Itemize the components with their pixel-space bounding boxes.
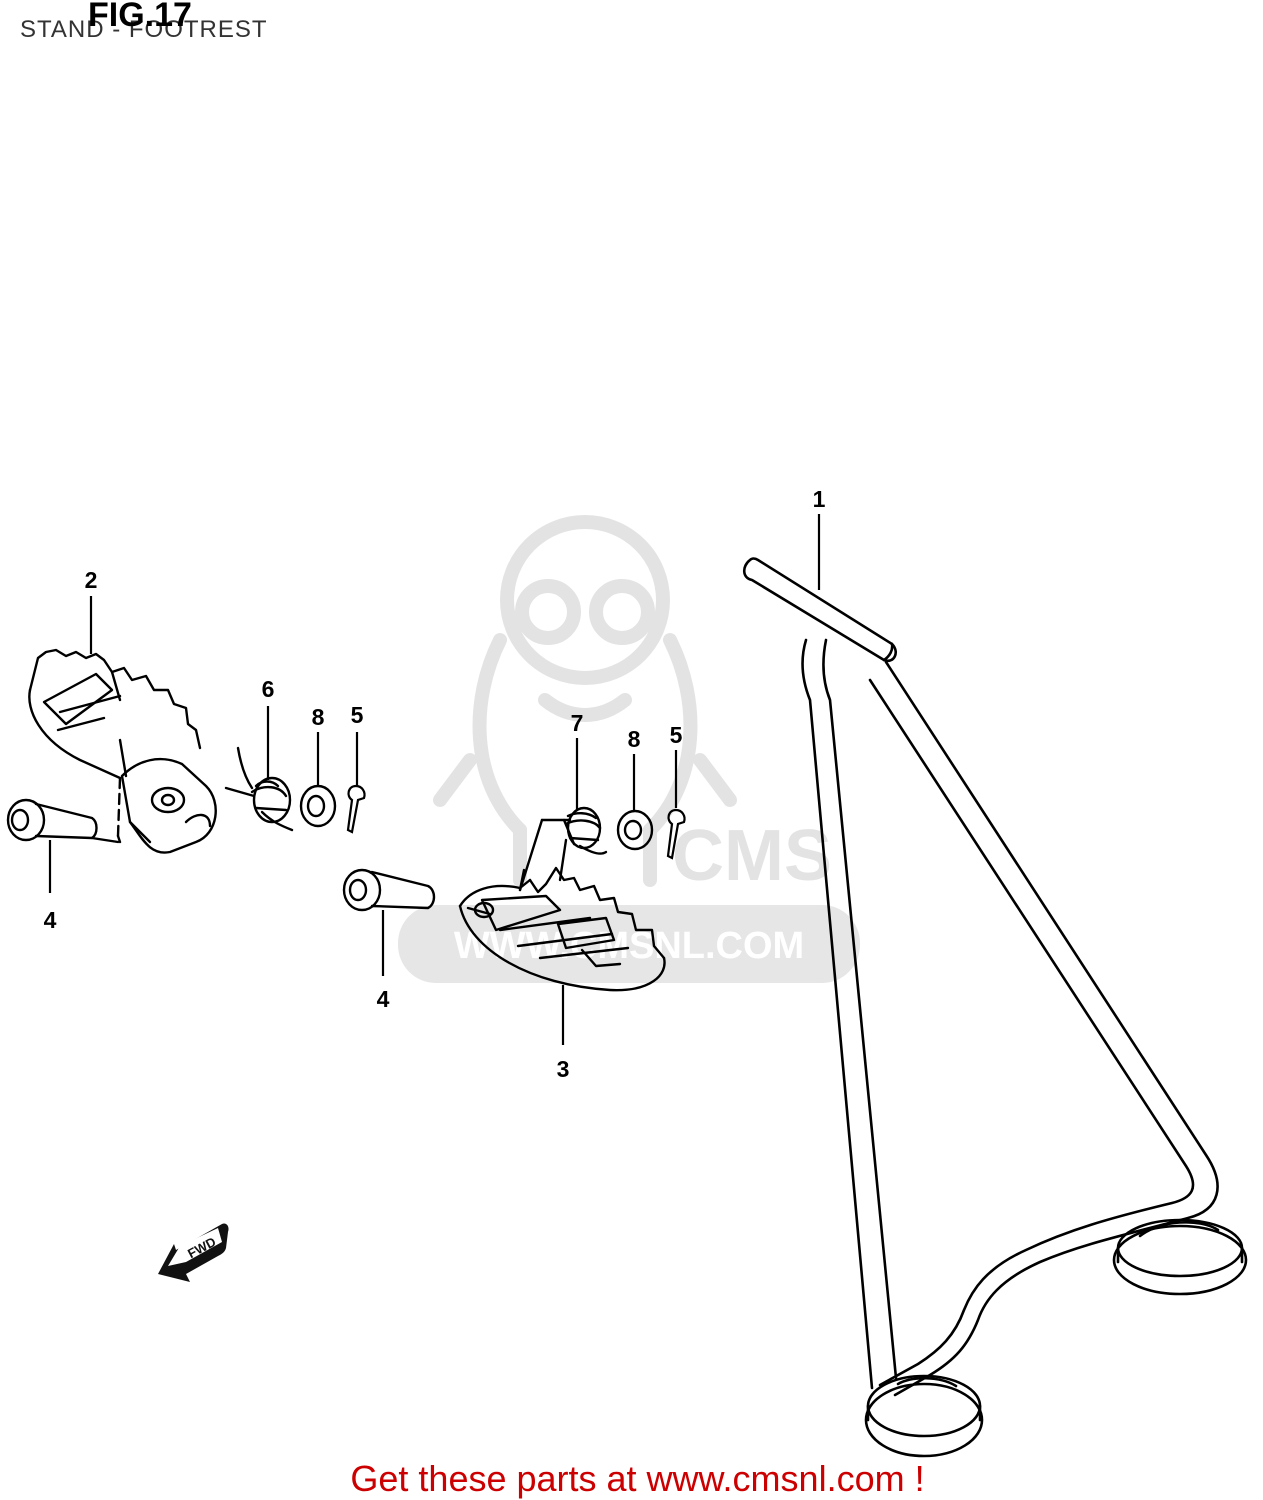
callout-2: 2 <box>84 567 98 593</box>
callout-8-right: 8 <box>627 726 641 752</box>
callout-1: 1 <box>812 486 826 512</box>
pin-left <box>6 798 120 844</box>
watermark-url: WWW.CMSNL.COM <box>454 925 804 967</box>
callout-4-right: 4 <box>376 986 390 1012</box>
callout-6: 6 <box>261 676 275 702</box>
stand <box>742 557 1248 1458</box>
callout-7: 7 <box>570 710 584 736</box>
fwd-arrow-icon: FWD <box>158 1223 229 1282</box>
footrest-right <box>458 838 666 992</box>
pin-right <box>342 868 436 912</box>
spring-7 <box>518 806 608 892</box>
leader-lines <box>48 514 821 1045</box>
callout-5-right: 5 <box>669 722 683 748</box>
spring-6 <box>224 746 294 832</box>
callout-3: 3 <box>556 1056 570 1082</box>
cms-watermark <box>433 515 737 887</box>
watermark-brand: CMS <box>672 816 832 896</box>
callout-4-left: 4 <box>43 907 57 933</box>
diagram-subtitle: STAND - FOOTREST <box>20 16 268 43</box>
callout-5-left: 5 <box>350 702 364 728</box>
washer-8-right <box>616 809 654 851</box>
footrest-left <box>28 648 217 854</box>
cotter-pin-5-right <box>666 808 686 860</box>
cta-link[interactable]: Get these parts at www.cmsnl.com ! <box>350 1458 925 1499</box>
cms-watermark-banner: WWW.CMSNL.COM CMS <box>398 816 860 983</box>
cotter-pin-5-left <box>346 784 366 834</box>
washer-8-left <box>299 784 337 828</box>
callout-8-left: 8 <box>311 704 325 730</box>
figure-label: FIG.17 <box>88 0 192 34</box>
